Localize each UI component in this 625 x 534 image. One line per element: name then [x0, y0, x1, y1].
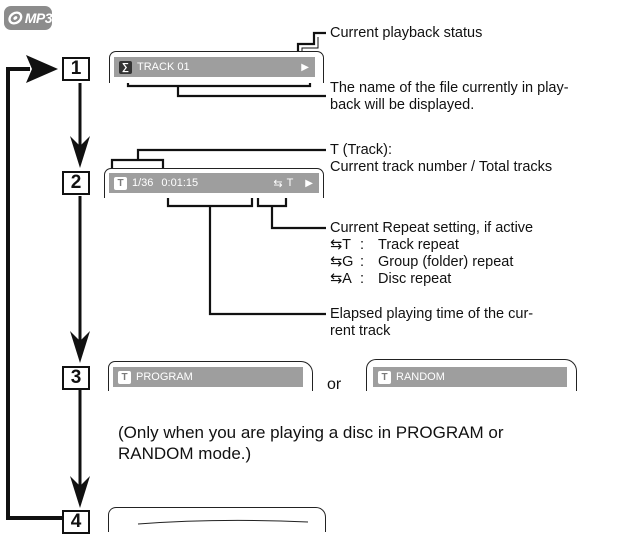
- repeat-sep: :: [360, 271, 365, 287]
- repeat-icon: ⇆A: [330, 271, 352, 287]
- repeat-icon: ⇆T: [330, 237, 352, 253]
- screen-1: ∑ TRACK 01 ▶: [109, 51, 324, 83]
- annotation-elapsed-line1: Elapsed playing time of the cur-: [330, 306, 534, 322]
- screen-2: T 1/36 0:01:15 ⇆ T ▶: [104, 168, 324, 198]
- screen-3-program: T PROGRAM: [108, 361, 313, 391]
- track-icon: T: [378, 370, 391, 384]
- disc-icon: [8, 11, 23, 25]
- annotation-track-line1: T (Track):: [330, 142, 393, 158]
- program-text: PROGRAM: [136, 371, 193, 383]
- play-icon: ▶: [301, 61, 309, 73]
- track-icon: T: [114, 176, 127, 190]
- annotation-elapsed-line2: rent track: [330, 323, 391, 339]
- repeat-item: ⇆T : Track repeat: [330, 237, 533, 254]
- annotation-track-line2: Current track number / Total tracks: [330, 159, 553, 175]
- annotation-elapsed: Elapsed playing time of the cur- rent tr…: [330, 306, 533, 340]
- annotation-repeat: Current Repeat setting, if active ⇆T : T…: [330, 220, 533, 288]
- step-3: 3: [62, 366, 90, 390]
- file-icon: ∑: [119, 60, 132, 74]
- annotation-repeat-title: Current Repeat setting, if active: [330, 220, 534, 236]
- repeat-code: T: [342, 237, 352, 253]
- repeat-icon: ⇆G: [330, 254, 354, 270]
- random-text: RANDOM: [396, 371, 445, 383]
- mode-note: (Only when you are playing a disc in PRO…: [118, 422, 504, 464]
- or-text: or: [327, 376, 342, 393]
- step-1: 1: [62, 57, 90, 81]
- track-icon: T: [118, 370, 131, 384]
- repeat-code: G: [342, 254, 354, 270]
- step-2: 2: [62, 171, 90, 195]
- annotation-file-name: The name of the file currently in play- …: [330, 80, 569, 114]
- repeat-icon: ⇆: [273, 177, 283, 190]
- mp3-label: MP3: [24, 10, 53, 26]
- annotation-file-name-line2: back will be displayed.: [330, 97, 475, 113]
- mode-note-line1: (Only when you are playing a disc in PRO…: [118, 423, 504, 442]
- mode-note-line2: RANDOM mode.): [118, 444, 252, 463]
- screen-1-text: TRACK 01: [137, 61, 190, 73]
- elapsed-time: 0:01:15: [161, 177, 199, 189]
- repeat-desc: Group (folder) repeat: [378, 254, 514, 270]
- repeat-setting: T: [286, 177, 294, 189]
- play-icon: ▶: [305, 177, 313, 189]
- annotation-track: T (Track): Current track number / Total …: [330, 142, 552, 176]
- screen-3-random-bar: T RANDOM: [373, 367, 567, 387]
- mp3-badge: MP3: [4, 6, 53, 30]
- repeat-desc: Disc repeat: [378, 271, 452, 287]
- repeat-sep: :: [360, 237, 365, 253]
- repeat-sep: :: [360, 254, 365, 270]
- screen-3-program-bar: T PROGRAM: [113, 367, 303, 387]
- screen-3-random: T RANDOM: [366, 359, 577, 391]
- repeat-item: ⇆G : Group (folder) repeat: [330, 254, 533, 271]
- screen-2-bar: T 1/36 0:01:15 ⇆ T ▶: [109, 173, 319, 193]
- step-4: 4: [62, 510, 90, 534]
- annotation-playback-status: Current playback status: [330, 25, 483, 41]
- annotation-file-name-line1: The name of the file currently in play-: [330, 80, 569, 96]
- screen-4-curve: [137, 519, 309, 525]
- screen-1-bar: ∑ TRACK 01 ▶: [114, 57, 315, 77]
- repeat-item: ⇆A : Disc repeat: [330, 271, 533, 288]
- repeat-desc: Track repeat: [378, 237, 459, 253]
- repeat-code: A: [342, 271, 352, 287]
- track-count: 1/36: [132, 177, 154, 189]
